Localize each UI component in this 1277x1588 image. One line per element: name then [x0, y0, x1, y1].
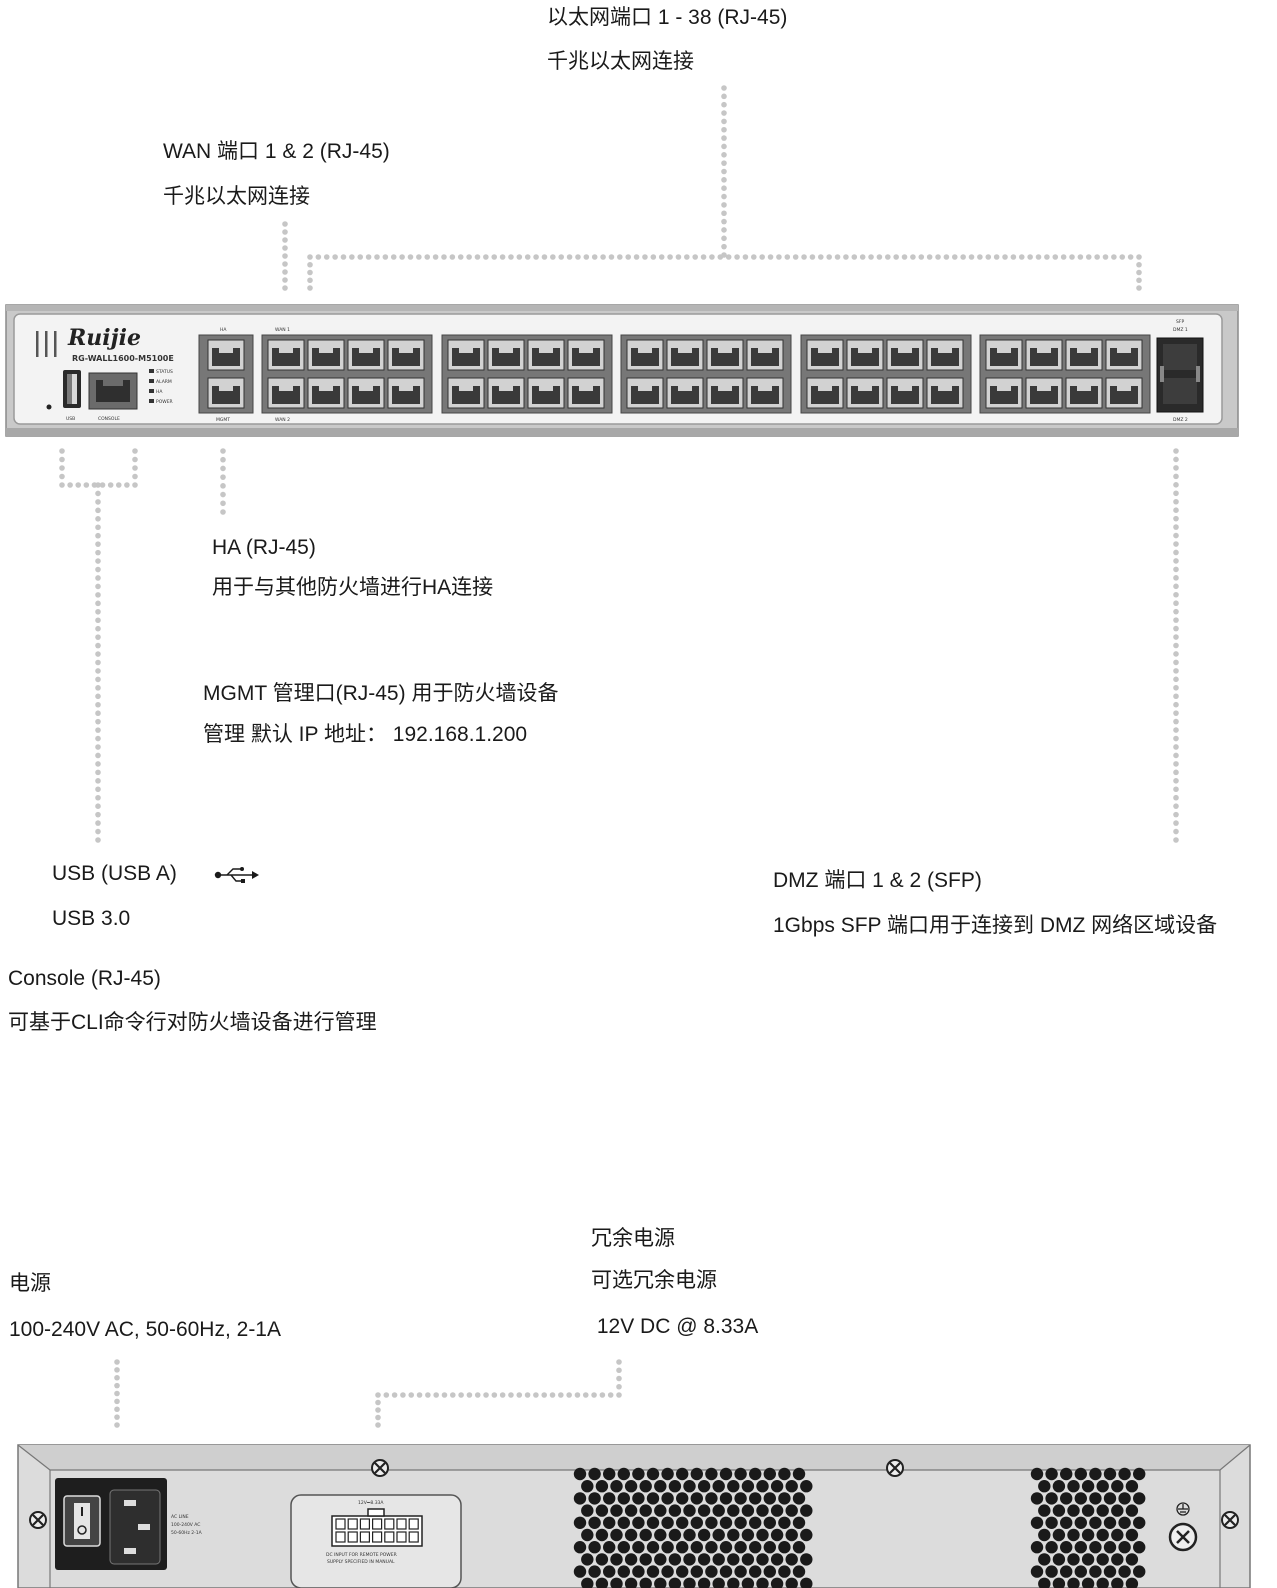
usb-title: USB (USB A)	[52, 862, 177, 885]
fan-grille-right	[1030, 1467, 1146, 1588]
redundant-power-spec: 12V DC @ 8.33A	[591, 1315, 759, 1338]
led-alarm-label: ALARM	[156, 379, 172, 385]
screw-icon	[29, 1459, 1239, 1529]
ha-port-desc: 用于与其他防火墙进行HA连接	[212, 576, 494, 599]
dc-input-text-line2: SUPPLY SPECIFIED IN MANUAL	[327, 1559, 395, 1565]
wan2-label: WAN 2	[275, 417, 290, 423]
dmz2-port-label: DMZ 2	[1173, 417, 1188, 423]
vent-slots	[36, 331, 57, 357]
ethernet-port-blocks	[261, 334, 1151, 414]
sfp-label: SFP	[1176, 319, 1184, 325]
led-power-label: POWER	[156, 399, 173, 405]
dc-input-text-line1: DC INPUT FOR REMOTE POWER	[326, 1552, 397, 1558]
dmz-ports-desc: 1Gbps SFP 端口用于连接到 DMZ 网络区域设备	[773, 914, 1218, 937]
console-desc: 可基于CLI命令行对防火墙设备进行管理	[8, 1011, 377, 1034]
usb-icon	[214, 867, 259, 883]
sfp-cage	[1156, 337, 1204, 413]
power-desc: 100-240V AC, 50-60Hz, 2-1A	[9, 1318, 281, 1341]
mgmt-port-label: MGMT	[216, 417, 230, 423]
led-ha-label: HA	[156, 389, 163, 395]
status-leds: STATUS ALARM HA POWER	[149, 369, 173, 405]
ha-port-title: HA (RJ-45)	[212, 536, 316, 559]
mgmt-port-desc-line1: MGMT 管理口(RJ-45) 用于防火墙设备	[203, 682, 559, 705]
dotted-leader-lines	[59, 85, 1179, 1428]
ha-port-label: HA	[220, 327, 227, 333]
ac-frequency-label: 50-60Hz 2-1A	[171, 1530, 203, 1536]
ac-voltage-label: 100-240V AC	[171, 1522, 200, 1528]
fan-grille-left	[573, 1467, 813, 1588]
rear-panel: AC LINE 100-240V AC 50-60Hz 2-1A 12V⎓8.3…	[17, 1444, 1251, 1588]
led-status-label: STATUS	[156, 369, 173, 375]
front-panel: Ruijie RG-WALL1600-M5100E STATUS ALARM H…	[5, 304, 1239, 437]
ha-mgmt-ports	[207, 339, 245, 409]
mgmt-port-desc-line2: 管理 默认 IP 地址： 192.168.1.200	[203, 723, 528, 746]
wan1-label: WAN 1	[275, 327, 290, 333]
wan-ports-desc: 千兆以太网连接	[163, 185, 310, 208]
ac-power-inlet	[55, 1478, 167, 1570]
reset-pinhole	[46, 404, 52, 410]
ac-line-label: AC LINE	[171, 1514, 189, 1520]
wan-ports-title: WAN 端口 1 & 2 (RJ-45)	[163, 140, 390, 163]
console-port-label: CONSOLE	[98, 416, 120, 422]
model-label: RG-WALL1600-M5100E	[72, 354, 174, 363]
console-port	[88, 372, 138, 410]
dmz-ports-title: DMZ 端口 1 & 2 (SFP)	[773, 869, 982, 892]
power-title: 电源	[9, 1272, 51, 1295]
console-title: Console (RJ-45)	[8, 967, 161, 990]
ground-icon	[1168, 1502, 1198, 1552]
ethernet-ports-title: 以太网端口 1 - 38 (RJ-45)	[547, 6, 788, 29]
dc-rating-label: 12V⎓8.33A	[358, 1500, 384, 1506]
usb-port	[63, 370, 81, 408]
redundant-power-title: 冗余电源	[591, 1227, 675, 1250]
usb-desc: USB 3.0	[52, 907, 131, 930]
dc-power-input	[290, 1494, 462, 1588]
dmz1-port-label: DMZ 1	[1173, 327, 1188, 333]
ethernet-ports-desc: 千兆以太网连接	[547, 50, 694, 73]
usb-port-label: USB	[66, 416, 75, 422]
redundant-power-desc: 可选冗余电源	[591, 1269, 717, 1292]
brand-logo: Ruijie	[67, 325, 141, 351]
